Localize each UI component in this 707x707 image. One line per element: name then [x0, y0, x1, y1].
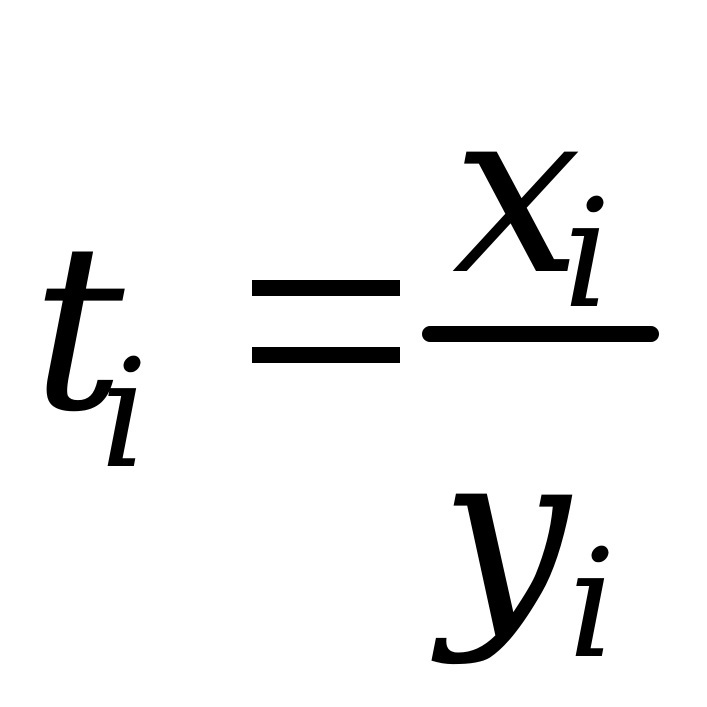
denominator-subscript: i	[568, 518, 616, 692]
numerator-variable: x	[452, 59, 582, 326]
denominator-variable: y	[440, 401, 570, 668]
numerator-subscript: i	[563, 168, 611, 342]
lhs-subscript: i	[100, 328, 148, 502]
fraction-bar	[422, 326, 659, 342]
lhs-variable: t	[32, 196, 125, 463]
equals-bottom-bar	[252, 347, 400, 363]
equals-sign	[252, 280, 400, 363]
equals-top-bar	[252, 280, 400, 296]
